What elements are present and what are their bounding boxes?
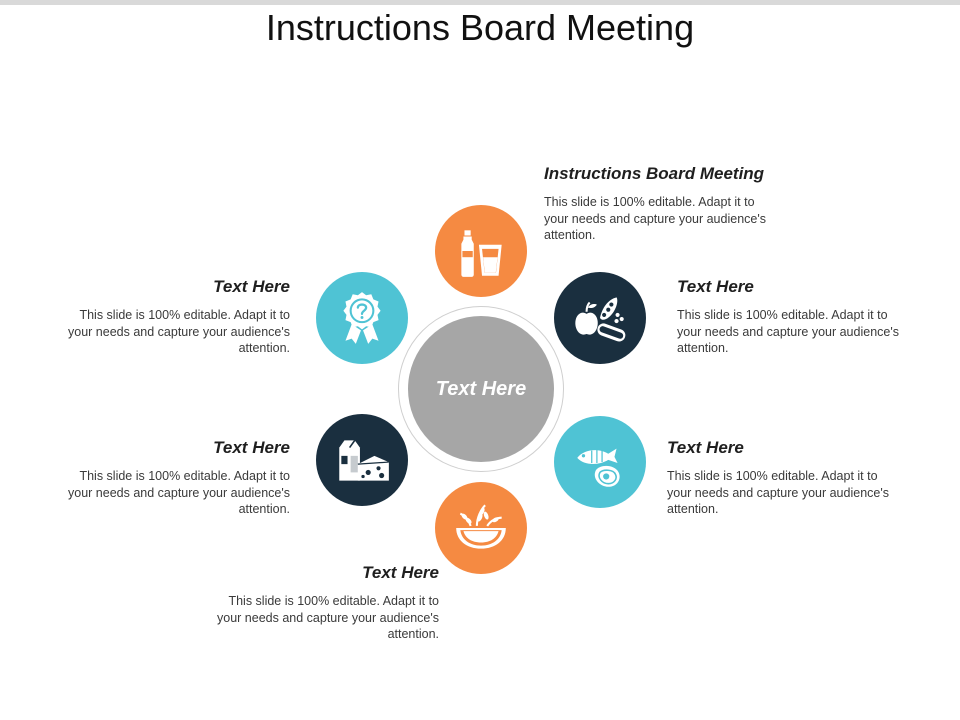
- bottle-glass-icon: [435, 205, 527, 297]
- item-body: This slide is 100% editable. Adapt it to…: [667, 469, 889, 516]
- item-heading: Text Here: [213, 438, 290, 457]
- item-label-1: Text Here This slide is 100% editable. A…: [677, 277, 909, 357]
- apple-peapod-hotdog-icon: [554, 272, 646, 364]
- item-heading: Instructions Board Meeting: [544, 164, 765, 183]
- cereal-bowl-icon: [435, 482, 527, 574]
- item-heading: Text Here: [667, 438, 744, 457]
- item-body: This slide is 100% editable. Adapt it to…: [544, 195, 766, 242]
- award-question-icon: [316, 272, 408, 364]
- item-heading: Text Here: [362, 563, 439, 582]
- center-circle: Text Here: [408, 316, 554, 462]
- milk-cheese-icon: [316, 414, 408, 506]
- center-ring: [398, 306, 564, 472]
- item-body: This slide is 100% editable. Adapt it to…: [68, 308, 290, 355]
- item-body: This slide is 100% editable. Adapt it to…: [68, 469, 290, 516]
- center-label: Text Here: [435, 377, 527, 400]
- item-heading: Text Here: [677, 277, 754, 296]
- fish-steak-icon: [554, 416, 646, 508]
- top-border: [0, 0, 960, 5]
- item-label-0: Instructions Board Meeting This slide is…: [544, 164, 776, 244]
- item-body: This slide is 100% editable. Adapt it to…: [217, 594, 439, 641]
- item-body: This slide is 100% editable. Adapt it to…: [677, 308, 899, 355]
- item-label-3: Text Here This slide is 100% editable. A…: [207, 563, 439, 643]
- slide-title: Instructions Board Meeting: [265, 7, 695, 48]
- item-label-2: Text Here This slide is 100% editable. A…: [667, 438, 899, 518]
- item-label-4: Text Here This slide is 100% editable. A…: [58, 438, 290, 518]
- item-label-5: Text Here This slide is 100% editable. A…: [58, 277, 290, 357]
- item-heading: Text Here: [213, 277, 290, 296]
